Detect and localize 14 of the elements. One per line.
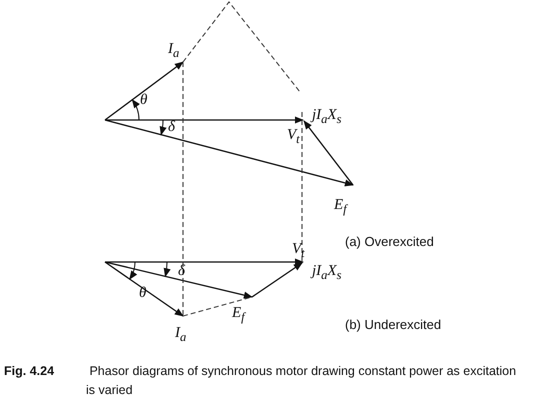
phasor-label: jI$_{a}$X$_{s}$ <box>312 264 342 282</box>
phasor-label: θ <box>140 93 148 108</box>
phasor-label: I$_{a}$ <box>175 326 186 344</box>
phasor-label: jI$_{a}$X$_{s}$ <box>312 108 342 126</box>
panel-label: (b) Underexcited <box>345 318 442 331</box>
figure-caption: Fig. 4.24 Phasor diagrams of synchronous motor drawing constant power as excitation is varied <box>4 363 518 399</box>
phasor-label: I$_{a}$ <box>168 42 180 60</box>
phasor-label: E$_{f}$ <box>232 306 245 324</box>
phasor-label: V$_{t}$ <box>292 242 305 260</box>
phasor-label: δ <box>178 264 185 279</box>
phasor-label: E$_{f}$ <box>334 198 347 216</box>
panel-label: (a) Overexcited <box>345 235 434 248</box>
phasor-label: δ <box>168 120 175 135</box>
phasor-label: V$_{t}$ <box>287 128 300 146</box>
